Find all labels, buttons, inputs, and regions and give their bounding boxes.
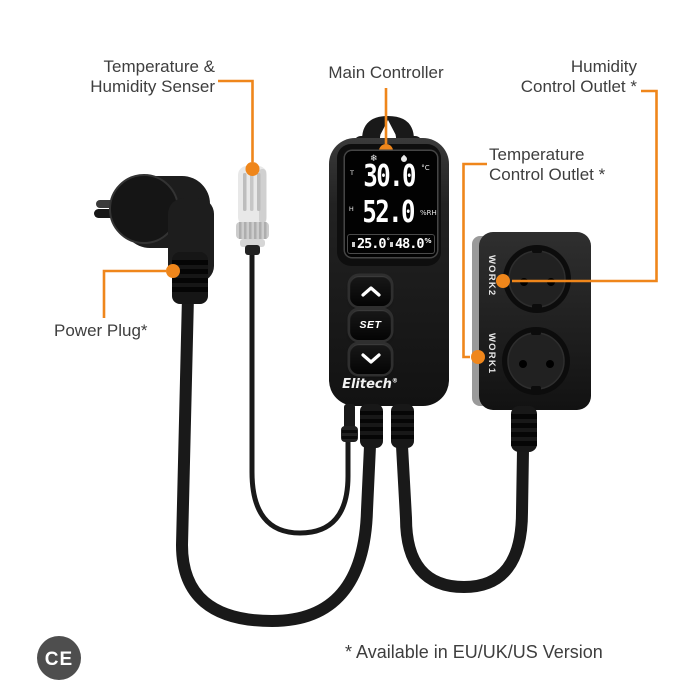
temperature-callout-line2: Control Outlet * [489, 165, 606, 184]
sensor-cable [249, 245, 351, 536]
temperature-unit: °C [421, 164, 430, 172]
work1-label: WORK1 [486, 333, 497, 375]
set-humidity-readout: 48.0 % [390, 236, 432, 252]
sensor-dot [245, 162, 260, 176]
setpoint-row: 25.0 ° 48.0 % [348, 235, 434, 253]
set-humidity-tag-icon [390, 241, 394, 247]
chevron-up-icon [360, 286, 381, 297]
ce-mark-badge: CE [37, 636, 81, 680]
callout-dots [166, 144, 510, 364]
main-controller-callout-label: Main Controller [328, 63, 444, 82]
cables [175, 245, 529, 628]
power-cable [175, 290, 376, 628]
sensor-probe [236, 166, 269, 255]
callout-lines [102, 79, 658, 359]
humidity-callout-line2: Control Outlet * [520, 77, 637, 96]
humidity-row-label: H [348, 205, 354, 213]
up-button[interactable] [350, 276, 391, 306]
set-temperature-unit: ° [386, 236, 391, 245]
power-plug-callout-label: Power Plug* [54, 321, 148, 340]
snowflake-icon: ❄ [370, 154, 378, 164]
sensor-callout-line1: Temperature & [103, 57, 216, 76]
set-temperature-value: 25.0 [357, 236, 386, 252]
temperature-socket [502, 327, 570, 395]
callout-sensor-line [218, 79, 254, 162]
set-button-label: SET [359, 319, 382, 331]
temperature-row-label: T [350, 169, 355, 177]
set-button[interactable]: SET [350, 310, 391, 340]
lcd-display: ❄ T 30.0 °C H 52.0 %RH 25.0 ° 48.0 % [345, 151, 437, 257]
lcd-status-icons: ❄ [370, 154, 408, 164]
ce-mark-text: CE [45, 649, 73, 670]
set-humidity-value: 48.0 [395, 236, 424, 252]
availability-footnote: * Available in EU/UK/US Version [345, 642, 603, 662]
temperature-outlet-dot [471, 350, 485, 364]
outlet-gland [391, 404, 414, 448]
work2-label: WORK2 [486, 255, 497, 297]
temperature-readout: T 30.0 °C [347, 160, 435, 195]
power-plug [94, 174, 214, 304]
humidity-value: 52.0 [362, 195, 415, 230]
brand-logo: Elitech® [331, 377, 409, 392]
temperature-outlet-callout-label: Temperature Control Outlet * [489, 145, 639, 185]
humidity-outlet-dot [496, 274, 510, 288]
humidity-callout-line1: Humidity [570, 57, 637, 76]
set-temperature-tag-icon [352, 241, 355, 247]
callout-power-line [102, 269, 166, 318]
humidity-outlet-callout-label: Humidity Control Outlet * [497, 57, 637, 97]
temperature-value: 30.0 [363, 159, 416, 194]
power-gland [360, 404, 383, 448]
humidity-readout: H 52.0 %RH [347, 195, 437, 231]
humidity-unit: %RH [420, 209, 437, 217]
down-button[interactable] [350, 344, 391, 374]
registered-mark: ® [391, 377, 398, 385]
temperature-callout-line1: Temperature [489, 145, 585, 164]
sensor-callout-label: Temperature & Humidity Senser [55, 57, 215, 97]
set-temperature-readout: 25.0 ° [352, 236, 390, 252]
chevron-down-icon [360, 353, 381, 364]
set-humidity-unit: % [424, 236, 432, 245]
callout-temperature-line [462, 162, 487, 359]
humidity-socket [503, 245, 571, 313]
sensor-jack [341, 404, 358, 442]
brand-name: Elitech [342, 377, 392, 392]
outlet-cable [396, 440, 529, 594]
sensor-callout-line2: Humidity Senser [90, 77, 215, 96]
power-plug-dot [166, 264, 180, 278]
callout-humidity-line [512, 89, 658, 283]
